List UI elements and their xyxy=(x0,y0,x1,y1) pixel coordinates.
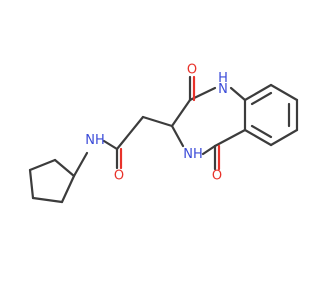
bond-c3-c2 xyxy=(170,98,192,128)
ring-nitrogen-1-label: H xyxy=(218,71,228,86)
bond-bz-5 xyxy=(243,128,273,147)
bond-n-c xyxy=(102,139,119,151)
bond-bz-4 xyxy=(269,128,299,147)
bond-c-ch2 xyxy=(115,115,145,151)
ring-nitrogen-4-label: NH xyxy=(183,147,203,162)
amide-oxygen-label: O xyxy=(114,169,124,184)
bond-bz-1 xyxy=(243,83,273,102)
molecule-structure: NH H N NH O O O xyxy=(28,63,299,204)
amide-nitrogen-label: NH xyxy=(85,133,105,148)
bond-cp-4 xyxy=(60,174,76,204)
ring-oxygen-2-label: O xyxy=(187,63,197,78)
bond-cp-3 xyxy=(31,196,64,204)
bond-bz-2 xyxy=(269,83,299,102)
bond-bz-inner-1 xyxy=(250,91,273,106)
ring-nitrogen-1-symbol: N xyxy=(218,82,228,97)
bond-layer xyxy=(28,75,299,204)
bond-n4-c3 xyxy=(170,124,185,148)
bond-cp-1 xyxy=(28,158,57,172)
bond-bz-inner-3 xyxy=(250,124,273,139)
ring-oxygen-5-label: O xyxy=(212,169,222,184)
bond-c5a-c5 xyxy=(213,128,247,148)
bond-c5-n4 xyxy=(201,144,217,156)
bond-cp-2 xyxy=(28,168,35,200)
bond-ch2-c3 xyxy=(141,115,174,128)
bond-n1-c9a xyxy=(229,86,247,102)
atom-label-layer: NH H N NH O O O xyxy=(85,63,228,184)
bond-cp-5 xyxy=(53,158,76,178)
bond-cp-n xyxy=(72,151,89,178)
